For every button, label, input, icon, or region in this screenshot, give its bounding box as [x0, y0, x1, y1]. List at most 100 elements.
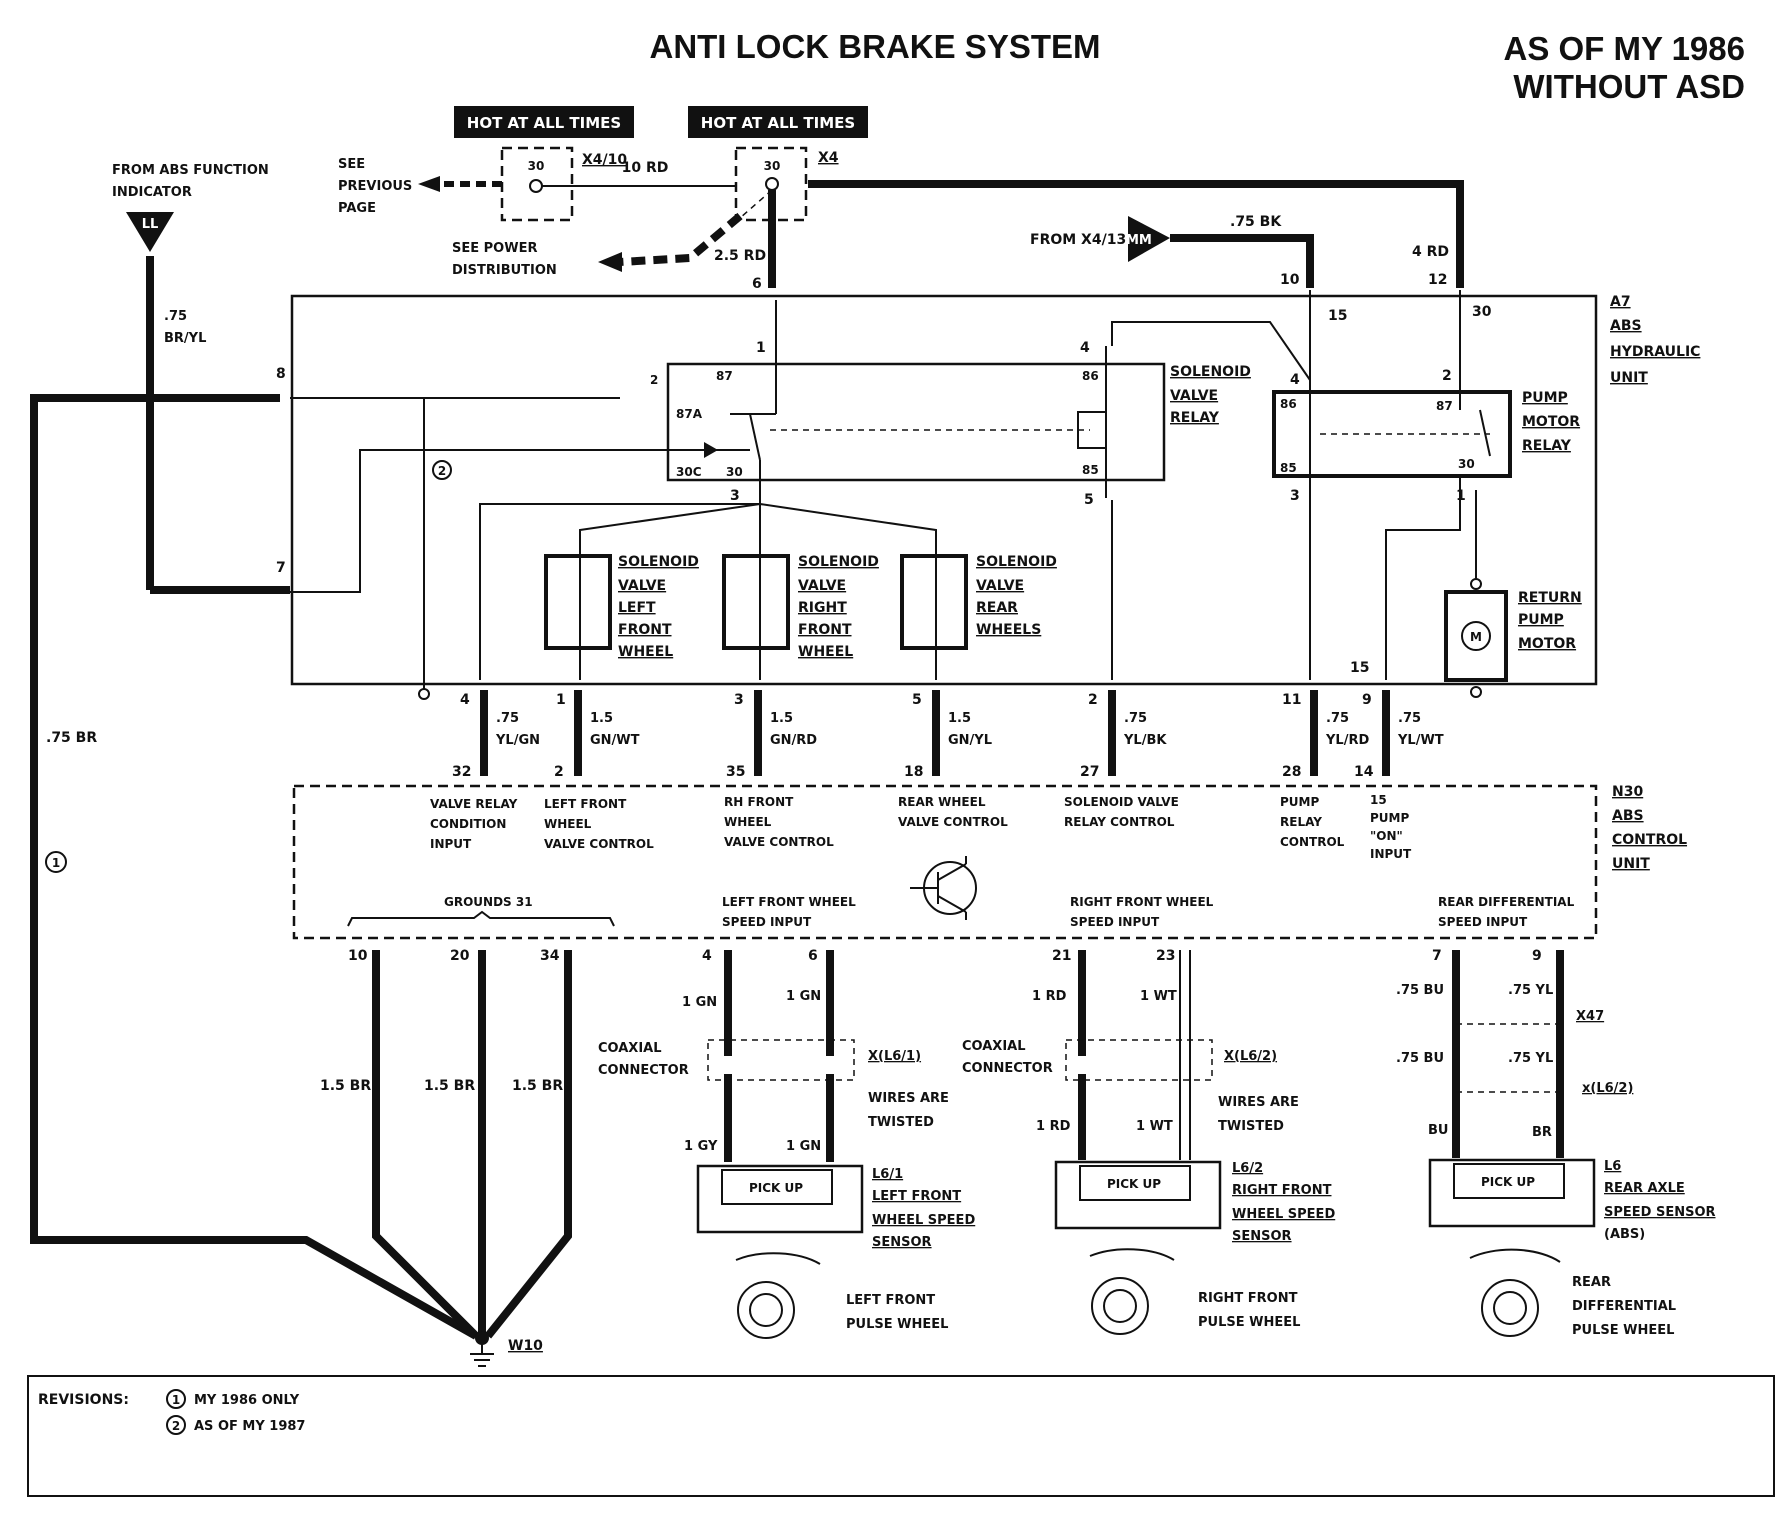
svg-text:W10: W10 [508, 1338, 543, 1354]
svg-text:MM: MM [1126, 233, 1152, 248]
svg-text:PUMP: PUMP [1518, 612, 1564, 628]
svg-text:30C: 30C [676, 465, 702, 479]
diagram-title: ANTI LOCK BRAKE SYSTEM [649, 28, 1100, 65]
svg-text:SOLENOID: SOLENOID [976, 554, 1057, 570]
svg-text:1 RD: 1 RD [1032, 989, 1067, 1004]
wire-4rd-label: 4 RD [1412, 244, 1449, 260]
svg-text:COAXIAL: COAXIAL [962, 1039, 1026, 1054]
a7-id: A7 [1610, 294, 1631, 310]
svg-text:YL/BK: YL/BK [1123, 733, 1167, 748]
svg-text:HYDRAULIC: HYDRAULIC [1610, 344, 1700, 360]
svg-text:CONTROL: CONTROL [1280, 835, 1345, 849]
solenoid-valve-right-front [722, 554, 790, 650]
svg-text:x(L6/2): x(L6/2) [1582, 1081, 1633, 1096]
svg-text:LEFT: LEFT [618, 600, 656, 616]
svg-text:RELAY: RELAY [1522, 438, 1572, 454]
see-previous-page-l2: PREVIOUS [338, 179, 412, 194]
svg-text:VALVE: VALVE [798, 578, 846, 594]
svg-text:SPEED INPUT: SPEED INPUT [722, 915, 812, 929]
svg-text:2: 2 [1442, 368, 1452, 384]
svg-text:RIGHT: RIGHT [798, 600, 847, 616]
svg-text:DIFFERENTIAL: DIFFERENTIAL [1572, 1299, 1676, 1314]
wire-br-yl-label: BR/YL [164, 331, 206, 346]
svg-text:.75 BU: .75 BU [1396, 1051, 1444, 1066]
revision-1-text: MY 1986 ONLY [194, 1393, 300, 1408]
svg-text:2: 2 [172, 1419, 180, 1433]
svg-text:10: 10 [1280, 272, 1300, 288]
svg-text:X(L6/2): X(L6/2) [1224, 1049, 1277, 1064]
svg-text:1 WT: 1 WT [1136, 1119, 1173, 1134]
svg-text:SOLENOID: SOLENOID [1170, 364, 1251, 380]
svg-text:HOT AT ALL TIMES: HOT AT ALL TIMES [467, 114, 621, 132]
svg-text:15: 15 [1370, 793, 1387, 807]
svg-text:1: 1 [756, 340, 766, 356]
svg-text:PICK UP: PICK UP [1107, 1177, 1161, 1191]
svg-text:85: 85 [1082, 463, 1099, 477]
svg-text:7: 7 [276, 560, 286, 576]
svg-text:REAR AXLE: REAR AXLE [1604, 1181, 1685, 1196]
a7-hydraulic-unit [290, 294, 1598, 686]
svg-text:GN/WT: GN/WT [590, 733, 640, 748]
svg-text:CONNECTOR: CONNECTOR [962, 1061, 1053, 1076]
svg-text:18: 18 [904, 764, 923, 780]
svg-text:UNIT: UNIT [1612, 856, 1650, 872]
fuse-x4-10-label: X4/10 [582, 152, 627, 168]
svg-text:20: 20 [450, 948, 470, 964]
svg-text:9: 9 [1362, 692, 1372, 708]
svg-text:VALVE CONTROL: VALVE CONTROL [898, 815, 1008, 829]
svg-text:SPEED INPUT: SPEED INPUT [1070, 915, 1160, 929]
svg-text:8: 8 [276, 366, 286, 382]
svg-text:3: 3 [734, 692, 744, 708]
svg-text:PICK UP: PICK UP [749, 1181, 803, 1195]
svg-text:REAR: REAR [976, 600, 1018, 616]
transistor-symbol [910, 856, 977, 920]
svg-text:LEFT FRONT: LEFT FRONT [872, 1189, 961, 1204]
svg-text:86: 86 [1082, 369, 1099, 383]
svg-text:WHEELS: WHEELS [976, 622, 1041, 638]
svg-text:INPUT: INPUT [1370, 847, 1412, 861]
svg-text:LEFT FRONT: LEFT FRONT [846, 1293, 935, 1308]
svg-text:6: 6 [808, 948, 818, 964]
svg-text:1 GN: 1 GN [682, 995, 717, 1010]
svg-text:PUMP: PUMP [1370, 811, 1409, 825]
svg-text:3: 3 [1290, 488, 1300, 504]
svg-text:SPEED SENSOR: SPEED SENSOR [1604, 1205, 1716, 1220]
svg-text:7: 7 [1432, 948, 1442, 964]
svg-text:1: 1 [52, 856, 60, 870]
svg-text:M: M [1470, 630, 1482, 644]
variant-note: WITHOUT ASD [1513, 68, 1745, 105]
svg-text:PULSE WHEEL: PULSE WHEEL [1198, 1315, 1300, 1330]
svg-text:HOT AT ALL TIMES: HOT AT ALL TIMES [701, 114, 855, 132]
svg-text:LEFT FRONT WHEEL: LEFT FRONT WHEEL [722, 895, 856, 909]
svg-text:VALVE CONTROL: VALVE CONTROL [724, 835, 834, 849]
svg-text:1.5: 1.5 [948, 711, 971, 726]
fuse-x4-label: X4 [818, 150, 839, 166]
svg-text:"ON": "ON" [1370, 829, 1403, 843]
svg-text:REAR: REAR [1572, 1275, 1611, 1290]
revisions-heading: REVISIONS: [38, 1392, 129, 1408]
svg-text:L6/2: L6/2 [1232, 1161, 1263, 1176]
svg-text:1 RD: 1 RD [1036, 1119, 1071, 1134]
svg-text:2: 2 [554, 764, 564, 780]
svg-text:WIRES ARE: WIRES ARE [1218, 1095, 1299, 1110]
svg-text:ABS: ABS [1612, 808, 1644, 824]
see-previous-page-l1: SEE [338, 157, 365, 172]
svg-text:4: 4 [702, 948, 712, 964]
svg-text:SENSOR: SENSOR [872, 1235, 932, 1250]
svg-text:WHEEL: WHEEL [618, 644, 673, 660]
svg-text:9: 9 [1532, 948, 1542, 964]
solenoid-valve-relay [666, 362, 1166, 482]
svg-text:35: 35 [726, 764, 745, 780]
svg-text:SPEED INPUT: SPEED INPUT [1438, 915, 1528, 929]
svg-text:87: 87 [716, 369, 733, 383]
svg-text:15: 15 [1350, 660, 1369, 676]
svg-text:RELAY: RELAY [1170, 410, 1220, 426]
svg-text:23: 23 [1156, 948, 1175, 964]
ground-wire-1-label: 1.5 BR [320, 1078, 371, 1094]
hot-at-all-times-badge-1: HOT AT ALL TIMES [454, 106, 634, 138]
svg-text:30: 30 [1472, 304, 1492, 320]
svg-text:2: 2 [650, 373, 658, 387]
svg-text:30: 30 [528, 159, 545, 173]
svg-text:1: 1 [172, 1393, 180, 1407]
svg-text:4: 4 [1290, 372, 1300, 388]
